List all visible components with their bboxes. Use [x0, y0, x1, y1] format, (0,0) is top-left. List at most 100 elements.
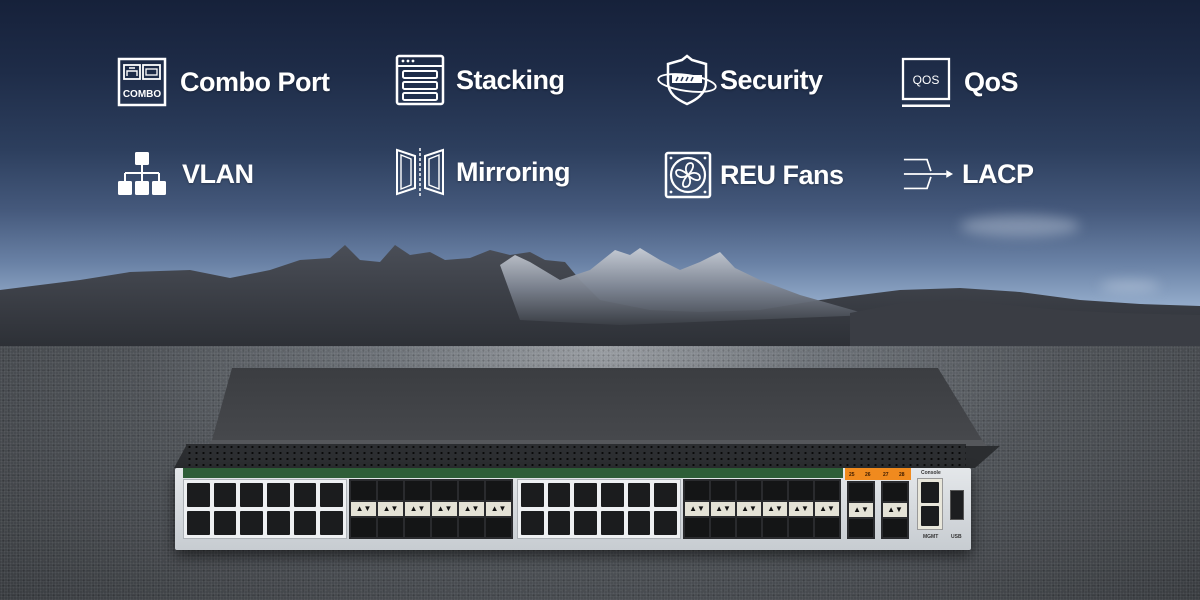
fan-icon: [662, 149, 714, 201]
rj45-port[interactable]: [266, 483, 290, 507]
rj45-port[interactable]: [627, 483, 651, 507]
port-number: 28: [899, 472, 905, 478]
rj45-port[interactable]: [213, 483, 237, 507]
feature-label: QoS: [964, 66, 1019, 97]
rj45-port[interactable]: [574, 511, 597, 535]
feature-lacp: LACP: [902, 148, 1034, 200]
feature-label: Mirroring: [456, 156, 571, 187]
rj45-port[interactable]: [521, 483, 544, 507]
sfp-port[interactable]: [405, 481, 430, 500]
sfp-port[interactable]: [763, 481, 787, 500]
console-label: Console: [921, 470, 941, 476]
mgmt-port[interactable]: [921, 505, 939, 526]
rj45-port[interactable]: [293, 511, 317, 535]
sfp-port[interactable]: [378, 518, 403, 537]
sfp-port[interactable]: [711, 481, 735, 500]
sfp-port[interactable]: [378, 481, 403, 500]
qos-monitor-icon: QOS: [900, 56, 952, 108]
sfp-port[interactable]: [351, 518, 376, 537]
sfp-arrows: ▲▼: [378, 502, 403, 516]
combo-port-icon: COMBO: [116, 56, 168, 108]
rj45-port[interactable]: [627, 511, 651, 535]
sfp-port[interactable]: [351, 481, 376, 500]
combo-icon-text: COMBO: [123, 89, 162, 100]
rj45-port[interactable]: [266, 511, 290, 535]
port-number: 26: [865, 472, 871, 478]
sfp-port[interactable]: [459, 481, 484, 500]
sfp-port[interactable]: [486, 518, 511, 537]
sfp-port[interactable]: [815, 481, 839, 500]
rj45-port[interactable]: [654, 511, 677, 535]
status-led-bar: [183, 468, 843, 478]
rj45-port[interactable]: [547, 483, 571, 507]
feature-security: Security: [656, 54, 823, 106]
sfp-arrows: ▲▼: [711, 502, 735, 516]
rj45-port-group: [517, 479, 681, 539]
rj45-port[interactable]: [320, 483, 343, 507]
security-shield-icon: [656, 54, 718, 106]
feature-qos: QOS QoS: [900, 56, 1019, 108]
feature-label: Combo Port: [180, 66, 330, 97]
rj45-port[interactable]: [187, 511, 210, 535]
sfp-port[interactable]: [685, 518, 709, 537]
port-number: 25: [849, 472, 855, 478]
rj45-port[interactable]: [320, 511, 343, 535]
sfp-port[interactable]: [459, 518, 484, 537]
rj45-port[interactable]: [240, 511, 263, 535]
sfp-port[interactable]: [737, 518, 761, 537]
feature-combo-port: COMBO Combo Port: [116, 56, 330, 108]
sfp-port[interactable]: [405, 518, 430, 537]
rj45-port[interactable]: [600, 483, 624, 507]
sfp-port[interactable]: [789, 481, 813, 500]
feature-vlan: VLAN: [116, 148, 254, 200]
rj45-port[interactable]: [521, 511, 544, 535]
mountain-range: [0, 245, 1200, 350]
usb-label: USB: [951, 534, 962, 540]
feature-label: Security: [720, 64, 823, 95]
feature-mirroring: Mirroring: [394, 146, 571, 198]
sfp-port[interactable]: [432, 518, 457, 537]
sfp-port[interactable]: [685, 481, 709, 500]
sfp-port[interactable]: [789, 518, 813, 537]
sfp-port[interactable]: [432, 481, 457, 500]
sfp-port[interactable]: [815, 518, 839, 537]
uplink-label-strip: 25 26 27 28: [845, 468, 911, 480]
qos-icon-text: QOS: [913, 73, 940, 87]
mgmt-label: MGMT: [923, 534, 939, 540]
sfp-arrows: ▲▼: [351, 502, 376, 516]
rj45-port[interactable]: [213, 511, 237, 535]
sfp-arrows: ▲▼: [685, 502, 709, 516]
rj45-port[interactable]: [654, 483, 677, 507]
rj45-port[interactable]: [240, 483, 263, 507]
sfp-arrows: ▲▼: [459, 502, 484, 516]
lacp-aggregation-icon: [902, 148, 954, 200]
sfp-arrows: ▲▼: [737, 502, 761, 516]
sfp-port-group: ▲▼▲▼▲▼▲▼▲▼▲▼: [349, 479, 513, 539]
vent-grille: [186, 444, 966, 468]
rj45-port[interactable]: [293, 483, 317, 507]
sfp-port[interactable]: [763, 518, 787, 537]
feature-stacking: Stacking: [394, 54, 565, 106]
sfp-arrows: ▲▼: [883, 503, 907, 517]
stacking-icon: [394, 54, 446, 106]
feature-label: VLAN: [182, 158, 254, 189]
cloud: [960, 215, 1080, 237]
usb-port[interactable]: [950, 490, 964, 520]
feature-label: LACP: [962, 158, 1034, 189]
console-mgmt-ports: [917, 478, 943, 530]
feature-label: Stacking: [456, 64, 565, 95]
uplink-sfp-port[interactable]: ▲▼: [847, 481, 875, 539]
sfp-port[interactable]: [486, 481, 511, 500]
sfp-port-group: ▲▼▲▼▲▼▲▼▲▼▲▼: [683, 479, 841, 539]
sfp-port[interactable]: [711, 518, 735, 537]
rj45-port[interactable]: [187, 483, 210, 507]
uplink-sfp-port[interactable]: ▲▼: [881, 481, 909, 539]
console-port[interactable]: [921, 482, 939, 503]
rj45-port-group: [183, 479, 347, 539]
rj45-port[interactable]: [574, 483, 597, 507]
sfp-port[interactable]: [737, 481, 761, 500]
rj45-port[interactable]: [600, 511, 624, 535]
rj45-port[interactable]: [547, 511, 571, 535]
cloud: [1100, 280, 1160, 292]
feature-reu-fans: REU Fans: [662, 149, 844, 201]
